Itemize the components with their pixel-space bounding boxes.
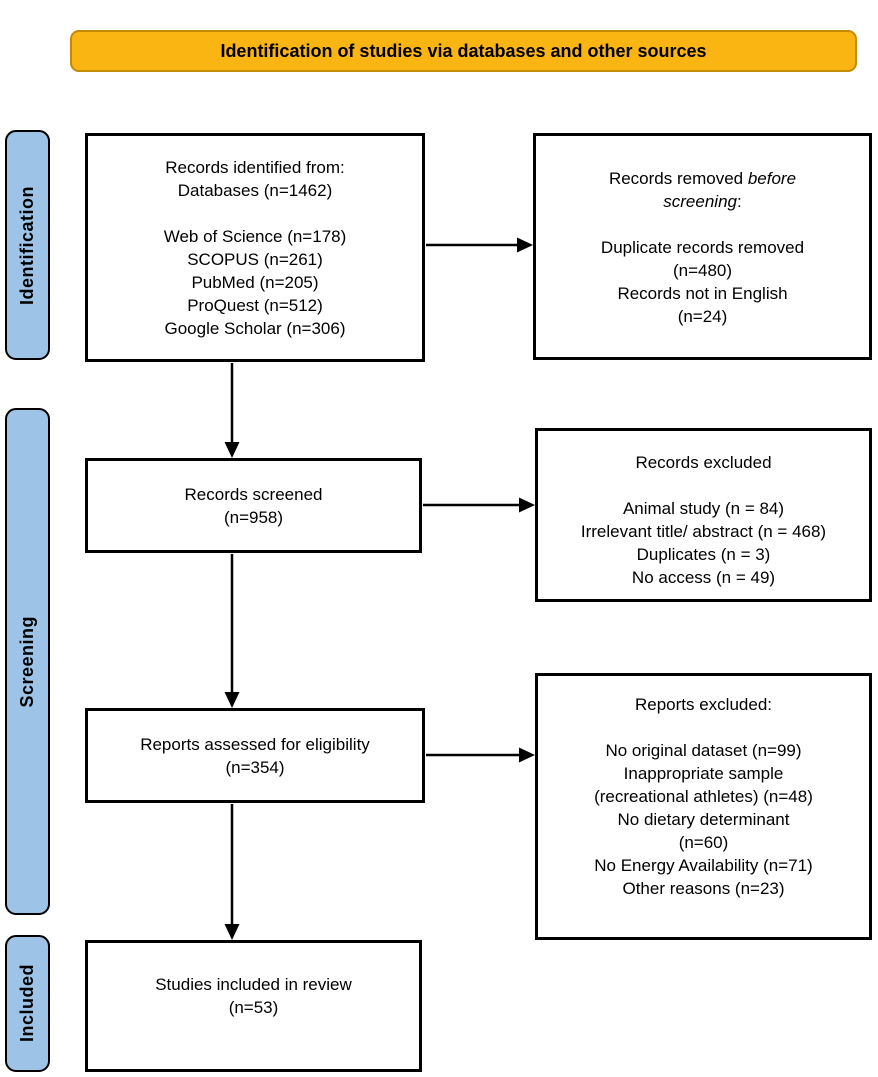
box-records-excluded: Records excluded Animal study (n = 84) I… (535, 428, 872, 602)
box-studies-included: Studies included in review (n=53) (85, 940, 422, 1072)
box-records-screened: Records screened (n=958) (85, 458, 422, 553)
identified-source: ProQuest (n=512) (187, 296, 323, 315)
identified-source: Web of Science (n=178) (163, 227, 347, 246)
stage-included: Included (5, 935, 50, 1072)
arrowhead-screened-to-assessed (224, 692, 240, 708)
records-excluded-reason: Duplicates (n = 3) (636, 545, 771, 564)
records-excluded-reason: Irrelevant title/ abstract (n = 468) (580, 522, 827, 541)
identified-heading-line: Databases (n=1462) (177, 181, 333, 200)
arrowhead-screened-to-excluded (519, 497, 535, 513)
records-excluded-reason: Animal study (n = 84) (622, 499, 785, 518)
stage-identification-label: Identification (17, 185, 37, 305)
included-count: (n=53) (228, 998, 279, 1017)
identified-source: PubMed (n=205) (191, 273, 319, 292)
reports-excluded-reason: (recreational athletes) (n=48) (594, 787, 813, 806)
screened-line: Records screened (184, 484, 323, 504)
removed-reason: Duplicate records removed (600, 238, 805, 257)
banner-label: Identification of studies via databases … (220, 40, 707, 61)
removed-reason: Records not in English (617, 284, 788, 303)
assessed-line: Reports assessed for eligibility (140, 734, 370, 754)
reports-excluded-title: Reports excluded: (634, 695, 773, 714)
stage-included-label: Included (17, 964, 37, 1043)
reports-excluded-reason: No original dataset (n=99) (605, 741, 802, 760)
box-records-identified: Records identified from: Databases (n=14… (85, 133, 425, 362)
assessed-count: (n=354) (225, 757, 285, 777)
records-excluded-title: Records excluded (635, 453, 772, 472)
banner: Identification of studies via databases … (70, 30, 857, 72)
stage-screening: Screening (5, 408, 50, 915)
reports-excluded-reason: Inappropriate sample (623, 764, 784, 783)
box-reports-assessed: Reports assessed for eligibility (n=354) (85, 708, 425, 803)
reports-excluded-reason: (n=60) (678, 833, 729, 852)
stage-identification: Identification (5, 130, 50, 360)
identified-heading-line: Records identified from: (165, 158, 345, 177)
removed-title: Records removed before screening: (608, 169, 797, 211)
included-line: Studies included in review (155, 975, 352, 994)
box-records-removed: Records removed before screening: Duplic… (533, 133, 872, 360)
stage-screening-label: Screening (17, 615, 37, 708)
identified-source: Google Scholar (n=306) (164, 319, 346, 338)
arrowhead-assessed-to-included (224, 924, 240, 940)
box-reports-excluded: Reports excluded: No original dataset (n… (535, 673, 872, 940)
records-excluded-reason: No access (n = 49) (631, 568, 776, 587)
reports-excluded-reason: No Energy Availability (n=71) (594, 856, 813, 875)
arrowhead-identified-to-removed (517, 237, 533, 253)
removed-reason: (n=24) (677, 307, 728, 326)
arrowhead-identified-to-screened (224, 442, 240, 458)
removed-reason: (n=480) (672, 261, 733, 280)
reports-excluded-reason: Other reasons (n=23) (622, 879, 785, 898)
reports-excluded-reason: No dietary determinant (617, 810, 790, 829)
screened-count: (n=958) (223, 507, 284, 527)
arrowhead-assessed-to-reports-excluded (519, 747, 535, 763)
identified-source: SCOPUS (n=261) (187, 250, 323, 269)
